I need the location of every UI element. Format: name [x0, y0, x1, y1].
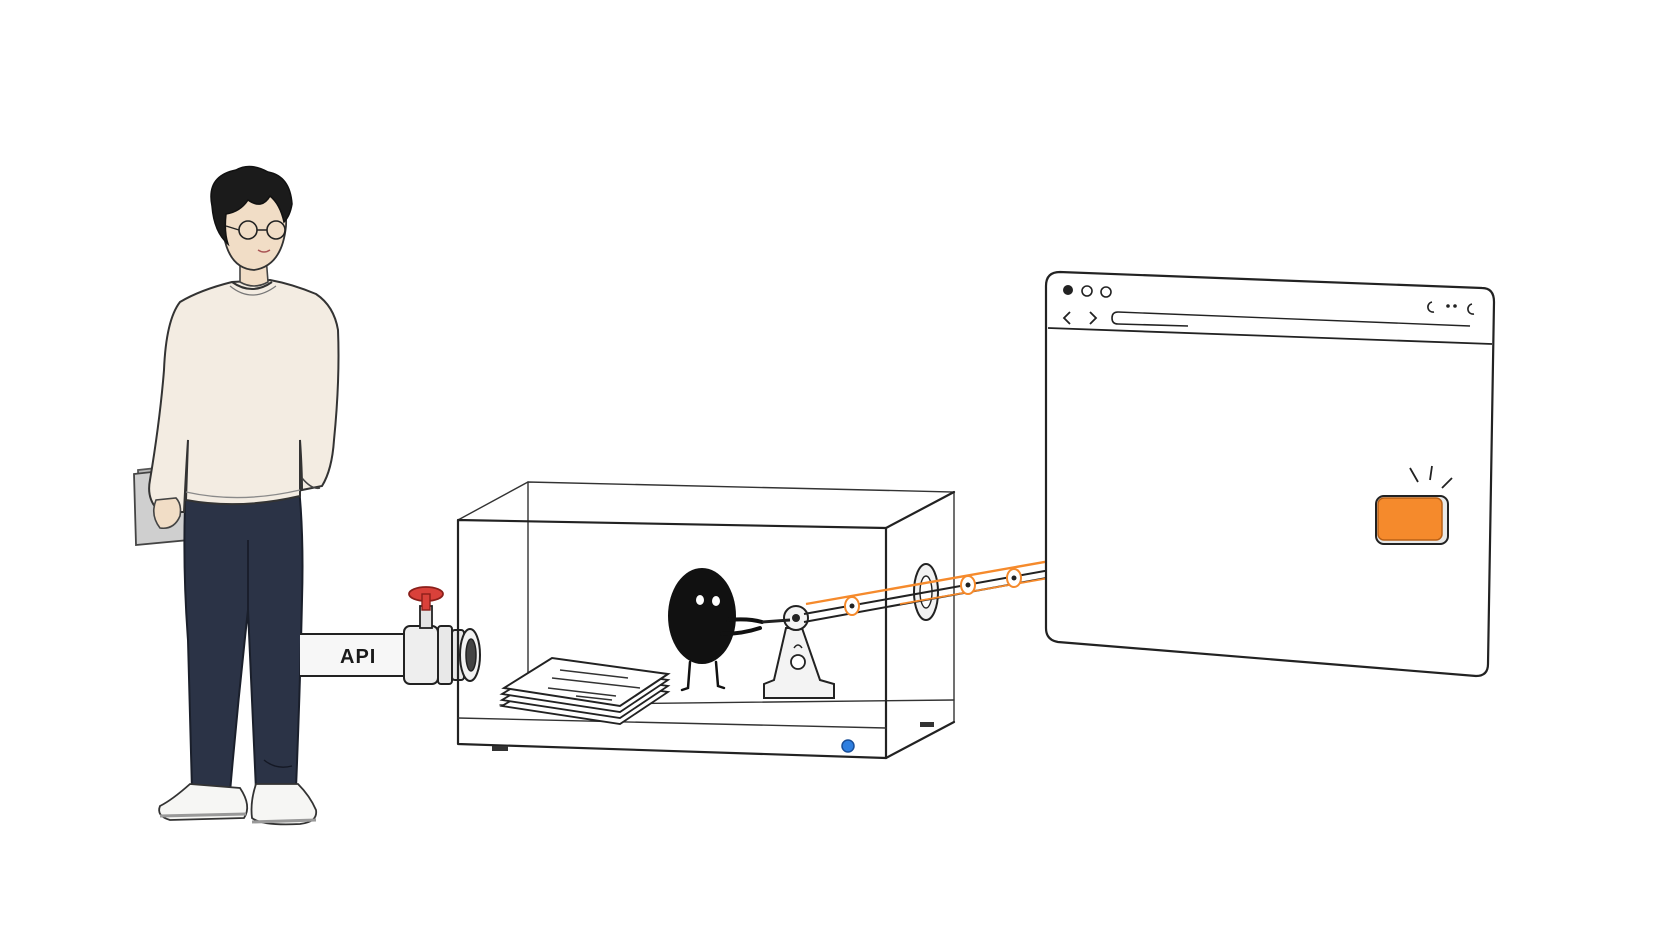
- document-stack-icon: [499, 656, 671, 725]
- maximize-dot-icon[interactable]: [1100, 286, 1112, 298]
- target-button[interactable]: [1375, 495, 1449, 545]
- power-led-icon[interactable]: [841, 739, 855, 753]
- black-bean-agent-icon: [668, 568, 764, 692]
- forward-arrow-icon[interactable]: [1089, 311, 1098, 325]
- address-bar[interactable]: [1111, 311, 1189, 327]
- arm-joint-pin: [965, 582, 971, 588]
- back-arrow-icon[interactable]: [1062, 311, 1071, 325]
- api-label: API: [340, 646, 376, 668]
- click-spark-icon: [1409, 465, 1453, 489]
- arm-joint-pin: [849, 603, 855, 609]
- valve-handle-icon[interactable]: [408, 586, 444, 611]
- sneakers: [158, 783, 318, 826]
- close-dot-icon[interactable]: [1063, 285, 1073, 295]
- more-icon[interactable]: [1446, 304, 1457, 308]
- arm-joint-pin: [1011, 575, 1017, 581]
- person-head: [210, 165, 293, 271]
- browser-window: [1044, 270, 1496, 678]
- sweater: [148, 278, 340, 530]
- api-pipe: API: [300, 586, 481, 685]
- refresh-icon[interactable]: [1427, 301, 1435, 313]
- trousers: [183, 476, 304, 794]
- valve-body: [403, 625, 439, 685]
- minimize-dot-icon[interactable]: [1081, 285, 1093, 297]
- reload-icon[interactable]: [1467, 303, 1475, 315]
- person-illustration: [133, 165, 340, 826]
- crank-mechanism: [761, 605, 835, 699]
